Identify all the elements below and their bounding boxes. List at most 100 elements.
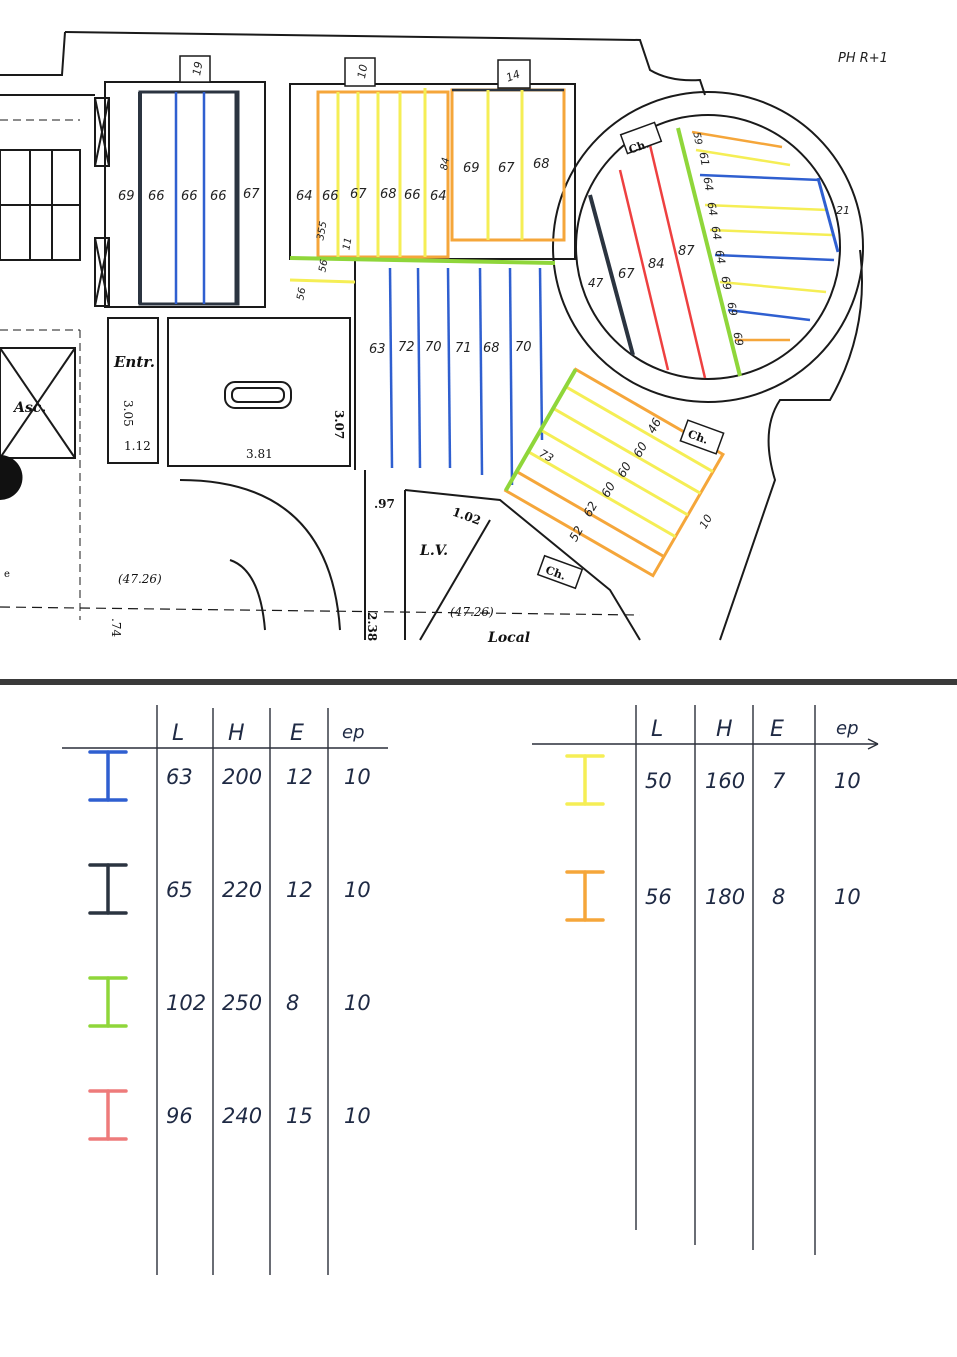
header-h: H bbox=[716, 717, 733, 742]
cell-e: 12 bbox=[286, 878, 313, 902]
cell-ep: 10 bbox=[344, 878, 371, 902]
beam-label: 67 bbox=[498, 161, 515, 176]
cell-l: 96 bbox=[166, 1104, 193, 1128]
beam-label: 70 bbox=[515, 340, 532, 355]
dimension-label: .97 bbox=[374, 497, 395, 511]
beam-label: 64 bbox=[430, 189, 447, 204]
beam-label: 66 bbox=[322, 189, 339, 204]
dimension-label: 1.12 bbox=[124, 439, 151, 453]
cell-ep: 10 bbox=[344, 1104, 371, 1128]
beam-label: 355 bbox=[315, 220, 329, 241]
table-row: 50 160 7 10 bbox=[565, 754, 861, 806]
beam-label: 69 bbox=[718, 275, 733, 291]
beam-label: 66 bbox=[148, 189, 165, 204]
beam-label: 73 bbox=[537, 447, 556, 465]
cell-l: 63 bbox=[166, 765, 193, 789]
edge-label: e bbox=[4, 569, 10, 580]
beam-label: 19 bbox=[190, 60, 205, 76]
beam-label: 69 bbox=[118, 189, 135, 204]
header-l: L bbox=[172, 721, 184, 746]
beam-label: 46 bbox=[644, 415, 664, 436]
beam-label: 60 bbox=[630, 439, 650, 460]
lv-label: L.V. bbox=[419, 543, 448, 559]
beam-label: 59 bbox=[690, 131, 703, 145]
cell-l: 56 bbox=[645, 885, 672, 909]
beam-label: 61 bbox=[696, 151, 711, 167]
beam-label: 60 bbox=[614, 459, 634, 480]
chimney-box bbox=[536, 121, 725, 590]
i-beam-icon bbox=[88, 1089, 128, 1141]
dimension-label: 3.07 bbox=[332, 410, 346, 439]
beam-group-5 bbox=[503, 367, 725, 578]
corner-note: PH R+1 bbox=[838, 51, 888, 66]
elevator-label: Asc. bbox=[12, 400, 46, 416]
beam-label: 56 bbox=[295, 287, 308, 301]
beam-label: 67 bbox=[618, 267, 635, 282]
plan-walls bbox=[0, 31, 864, 641]
level-label: (47.26) bbox=[450, 605, 494, 619]
beam-label: 14 bbox=[504, 68, 522, 85]
beam-label: 67 bbox=[243, 187, 260, 202]
header-ep: ep bbox=[836, 718, 859, 739]
cell-h: 250 bbox=[222, 991, 262, 1015]
table-row: 96 240 15 10 bbox=[88, 1089, 371, 1141]
beam-label: 64 bbox=[700, 176, 715, 192]
beam-label: 10 bbox=[697, 512, 715, 531]
beam-label: 62 bbox=[581, 499, 601, 519]
beam-label: 71 bbox=[455, 341, 472, 356]
cell-h: 160 bbox=[705, 769, 745, 793]
cell-l: 102 bbox=[166, 991, 206, 1015]
beam-label: 10 bbox=[355, 63, 370, 79]
beam-label: 47 bbox=[588, 276, 604, 290]
beam-label: 64 bbox=[296, 189, 313, 204]
cell-h: 220 bbox=[222, 878, 262, 902]
beam-group-3 bbox=[388, 267, 544, 486]
level-label: (47.26) bbox=[118, 572, 162, 586]
i-beam-icon bbox=[88, 750, 128, 802]
floor-plan: PH R+1 Entr. Asc. L.V. Local Ch. Ch. Ch.… bbox=[0, 31, 888, 646]
local-label: Local bbox=[487, 630, 530, 646]
cell-e: 15 bbox=[286, 1104, 313, 1128]
cell-e: 7 bbox=[772, 769, 786, 793]
header-l: L bbox=[651, 717, 663, 742]
beam-label: 68 bbox=[380, 187, 397, 202]
beam-label: 64 bbox=[712, 249, 727, 265]
beam-label: 60 bbox=[598, 479, 618, 500]
beam-label: 70 bbox=[425, 340, 442, 355]
cell-ep: 10 bbox=[834, 769, 861, 793]
i-beam-icon bbox=[565, 754, 605, 806]
cell-l: 50 bbox=[645, 769, 672, 793]
cell-e: 8 bbox=[772, 885, 785, 909]
beam-label: 66 bbox=[404, 188, 421, 203]
header-e: E bbox=[770, 717, 784, 742]
beam-label: 64 bbox=[704, 201, 719, 217]
header-ep: ep bbox=[342, 722, 365, 743]
beam-label: 84 bbox=[439, 157, 452, 171]
dimension-label: 3.05 bbox=[121, 400, 135, 427]
beam-label: 84 bbox=[648, 257, 665, 272]
dimension-label: 2.38 bbox=[365, 612, 379, 641]
beam-label: 68 bbox=[533, 157, 550, 172]
dimension-label: 3.81 bbox=[246, 447, 273, 461]
cell-h: 240 bbox=[222, 1104, 262, 1128]
wall-column-icon bbox=[0, 455, 23, 500]
beam-label: 87 bbox=[678, 244, 695, 259]
right-table-grid bbox=[532, 705, 879, 1255]
beam-label: 69 bbox=[724, 301, 739, 317]
beam-label: 56 bbox=[317, 259, 330, 273]
header-h: H bbox=[228, 721, 245, 746]
beam-label: 52 bbox=[566, 524, 586, 544]
beam-label: 67 bbox=[350, 187, 367, 202]
cell-e: 8 bbox=[286, 991, 299, 1015]
dimension-label: .74 bbox=[109, 618, 123, 637]
beam-label: 64 bbox=[708, 225, 723, 241]
beam-group-4 bbox=[588, 127, 840, 379]
dimension-label: 1.02 bbox=[450, 505, 482, 528]
cell-h: 180 bbox=[705, 885, 745, 909]
